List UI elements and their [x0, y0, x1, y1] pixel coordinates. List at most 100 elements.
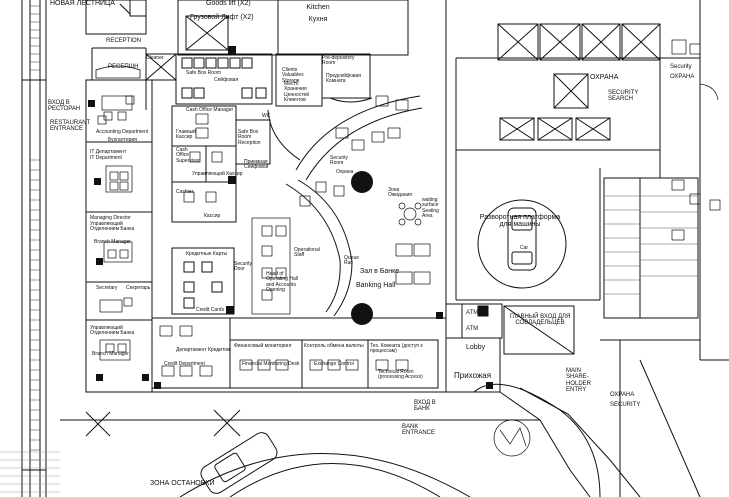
new-stair-label: НОВАЯ ЛЕСТНИЦА — [50, 0, 115, 7]
bottom-office-columns — [154, 312, 493, 389]
planter-tree — [493, 419, 531, 457]
reception-desk — [95, 65, 141, 79]
secretary-en-label: Secretary — [96, 285, 118, 291]
supervising-cashier-label: Управляющий Кассир — [192, 171, 243, 177]
right-lower-walls — [619, 340, 729, 497]
goods-lift-block — [177, 0, 409, 56]
queue-rail-label: Queue Rail — [344, 255, 360, 267]
security-small-en-label: Security — [670, 64, 692, 70]
safe-box-reception-ru-label: Приемная Сейфовой — [244, 159, 269, 171]
managing-director-en-label: Managing Director — [90, 215, 131, 221]
goods-lift-ru-label: Грузовой Лифт (X2) — [190, 14, 254, 21]
structural-column — [228, 46, 236, 54]
restaurant-entrance-en-label: RESTAURANT ENTRANCE — [50, 120, 91, 133]
reception-ru-label: РЕСЕПШН — [108, 64, 139, 70]
bottom-office-furniture — [159, 325, 409, 377]
kitchen-en-label: Kitchen — [306, 4, 330, 11]
cashier-ru-label: Кассир — [204, 213, 221, 219]
cash-office-manager-label: Cash Office Manager — [186, 107, 234, 113]
bank-entrance-ru-label: ВХОД В БАНК — [414, 400, 436, 413]
security-top-ru-label: ОХРАНА — [590, 74, 619, 81]
tech-room-ru-label: Тех. Комната (доступ к процессам) — [370, 343, 423, 355]
security-bottom-ru-label: ОХРАНА — [610, 392, 635, 398]
banking-hall-en-label: Banking Hall — [356, 282, 396, 289]
it-dept-en-label: IT Department — [90, 155, 122, 161]
safes-ru-label: Сейфовая — [214, 77, 239, 83]
security-search-label: SECURITY SEARCH — [608, 90, 639, 103]
security-room-en-label: Security Room — [330, 155, 349, 167]
left-exterior-wall — [21, 0, 47, 497]
entrance-walkways — [60, 383, 641, 497]
cash-office-walls — [171, 105, 271, 223]
structural-column — [228, 176, 236, 184]
bottom-office-walls — [151, 317, 446, 393]
rotating-platform-label: Разворотная платформа для машины — [479, 214, 561, 229]
pre-depository-en-label: Pre-depository Room — [322, 55, 355, 67]
security-door-label: Security Door — [234, 261, 253, 273]
cleaner-label: Cleaner — [146, 55, 164, 61]
lobby-ru-label: Прихожая — [454, 371, 492, 380]
bottom-left-hatching — [0, 451, 60, 493]
reception-en-label: RECEPTION — [106, 38, 142, 44]
left-office-furniture — [97, 95, 135, 361]
chief-cashier-label: Главный Кассир — [176, 129, 196, 141]
tech-room-en-label: Technical Room (processing Access) — [378, 369, 423, 381]
atm-1-label: ATM — [466, 310, 479, 316]
exchange-control-ru-label: Контроль обмена валюты — [304, 343, 364, 349]
fin-monitoring-ru-label: Финансовый мониторинг — [234, 343, 292, 349]
safe-box-reception-en-label: Safe Box Room Reception — [238, 129, 261, 146]
operational-staff-label: Operational Staff — [294, 247, 320, 259]
waiting-seating — [395, 202, 431, 285]
clients-valuables-ru-label: Место Хранения Ценностей Клиентов — [284, 81, 310, 103]
right-building-walls — [445, 0, 701, 360]
security-room-desks — [299, 95, 409, 207]
credit-cards-en-label: Credit Cards — [196, 307, 225, 313]
cash-office-furniture — [183, 113, 223, 203]
owners-entrance-label: ГЛАВНЫЙ ВХОД ДЛЯ СОВЛАДЕЛЬЦЕВ — [509, 314, 571, 327]
credit-dept-ru-label: Департамент Кредитов — [176, 347, 230, 353]
accounting-en-label: Accounting Department — [96, 129, 149, 135]
security-booth-ru-label: ОХРАНА — [670, 74, 695, 80]
cash-office-supervisor-label: Cash Office Supervisor — [176, 147, 200, 164]
branch-manager-ru-label: Управляющий Отделением Банка — [90, 325, 135, 337]
cashier-en-label: Cashier — [176, 189, 194, 195]
it-dept-ru-label: IT Департамент — [90, 149, 127, 155]
head-of-operating-hall-label: Head of Operating Hall and Accounts Open… — [266, 271, 298, 293]
kitchen-ru-label: Кухня — [308, 16, 328, 23]
credit-dept-en-label: Credit Department — [164, 361, 205, 367]
atm-lobby-walls — [445, 303, 503, 393]
car-label: Car — [520, 245, 529, 251]
bank-entrance-en-label: BANK ENTRANCE — [402, 424, 436, 437]
owners-entrance-kiosk — [503, 305, 575, 355]
atm-2-label: ATM — [466, 326, 479, 332]
wc-label: WC — [262, 113, 271, 119]
branch-manager-en-label: Branch Manager — [92, 351, 129, 357]
lobby-en-label: Lobby — [466, 344, 486, 351]
restaurant-entrance-ru-label: ВХОД В РЕСТОРАН — [48, 100, 81, 113]
accounting-ru-label: Бухгалтерия — [108, 137, 137, 143]
safe-box-room — [175, 53, 273, 105]
pre-depository-ru-label: Предсейфовая Комната — [326, 73, 362, 85]
structural-column — [226, 306, 234, 314]
escalator-treads — [604, 195, 698, 295]
new-stair-treads — [30, 5, 40, 461]
left-office-columns — [88, 100, 149, 381]
drop-off-x-marks — [85, 409, 241, 437]
operating-desks — [251, 217, 291, 315]
parked-car — [200, 432, 278, 494]
stop-zone-label: ЗОНА ОСТАНОВКИ — [150, 480, 215, 487]
credit-cards-ru-label: Кредитные Карты — [186, 251, 228, 257]
managing-director-ru-label: Управляющий Отделением Банка — [90, 221, 135, 233]
security-bottom-en-label: SECURITY — [610, 402, 641, 408]
bank-hall-ru-label: Зал в Банке — [360, 268, 400, 275]
rotating-platform — [477, 199, 567, 289]
waiting-zone-label: Зона Ожидания — [388, 187, 412, 199]
exchange-control-en-label: Exchange Control — [314, 361, 354, 367]
goods-lift-en-label: Goods lift (X2) — [206, 0, 251, 7]
clients-valuables-en-label: Clients Valuables Storage — [282, 67, 304, 84]
fin-monitoring-en-label: Financial Monitoring Desk — [242, 361, 300, 367]
credit-cards-room — [171, 247, 235, 315]
elevator-bank — [497, 23, 661, 141]
main-shareholder-entry-label: MAIN SHARE-HOLDER ENTRY — [566, 368, 592, 393]
